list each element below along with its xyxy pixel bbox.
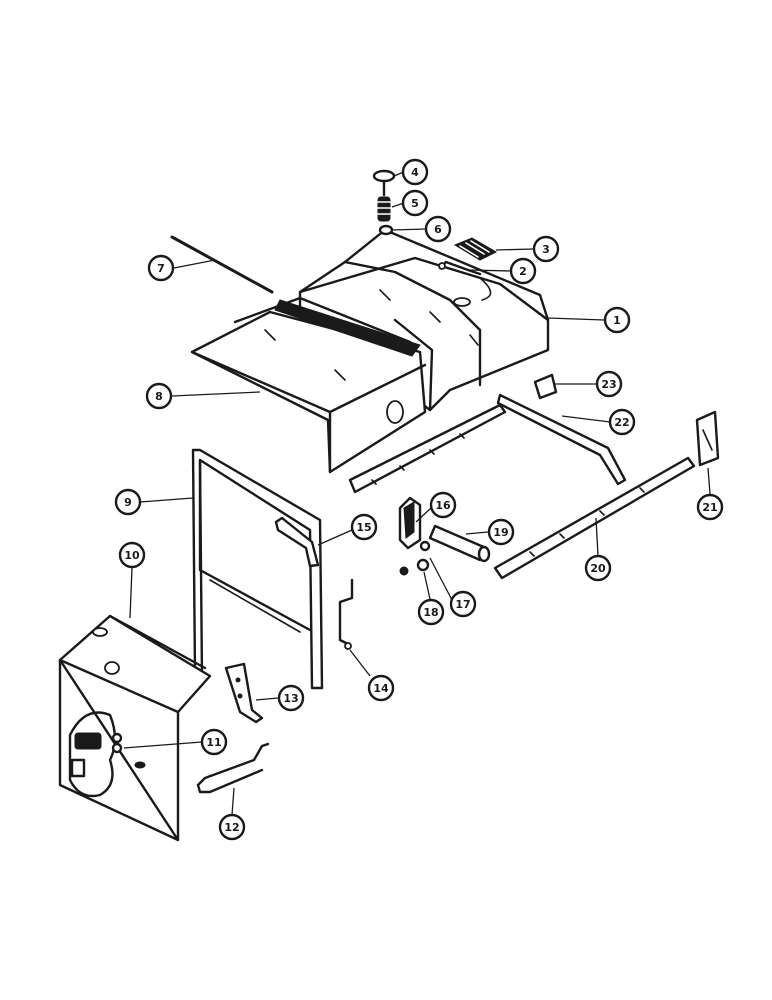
callout-7: 7 [147, 254, 175, 282]
callout-5: 5 [401, 189, 429, 217]
svg-text:16: 16 [435, 499, 451, 512]
callout-3: 3 [532, 235, 560, 263]
leader-lines [123, 171, 711, 816]
callout-8: 8 [145, 382, 173, 410]
callout-20: 20 [584, 554, 612, 582]
svg-text:15: 15 [356, 521, 371, 534]
part-19-pin [428, 524, 491, 563]
svg-text:2: 2 [519, 265, 527, 278]
part-9-grille-frame [191, 448, 324, 690]
svg-text:10: 10 [124, 549, 140, 562]
svg-text:9: 9 [124, 496, 132, 509]
part-6-washer [378, 224, 394, 236]
part-10-side-panel [58, 614, 212, 842]
svg-text:20: 20 [590, 562, 606, 575]
part-15-bracket [274, 516, 320, 568]
part-5-spring [377, 196, 391, 222]
part-17-washer [419, 540, 431, 552]
callout-14: 14 [367, 674, 395, 702]
svg-text:18: 18 [423, 606, 438, 619]
callout-15: 15 [350, 513, 378, 541]
svg-text:21: 21 [702, 501, 717, 514]
part-16-latch-clip [398, 496, 422, 550]
part-21-plate [695, 410, 720, 467]
callout-16: 16 [429, 491, 457, 519]
svg-text:3: 3 [542, 243, 550, 256]
callout-17: 17 [449, 590, 477, 618]
part-13-bracket [224, 662, 264, 724]
callout-12: 12 [218, 813, 246, 841]
part-20-bottom-rail [493, 456, 696, 580]
svg-text:5: 5 [411, 197, 419, 210]
svg-text:13: 13 [283, 692, 298, 705]
part-4-eye-bolt [372, 169, 396, 197]
part-3-pad [453, 237, 498, 261]
svg-text:1: 1 [613, 314, 621, 327]
callout-22: 22 [608, 408, 636, 436]
svg-text:19: 19 [493, 526, 508, 539]
part-8-hood-panel-left [190, 296, 427, 474]
svg-text:4: 4 [411, 166, 419, 179]
callout-9: 9 [114, 488, 142, 516]
svg-text:23: 23 [601, 378, 616, 391]
part-14-hinge-bracket [338, 578, 354, 650]
svg-text:12: 12 [224, 821, 239, 834]
part-7-rod [170, 235, 274, 294]
part-2-latch [438, 260, 482, 276]
callout-13: 13 [277, 684, 305, 712]
part-22-support-rail [348, 393, 627, 494]
callout-21: 21 [696, 493, 724, 521]
svg-text:22: 22 [614, 416, 629, 429]
callout-18: 18 [417, 598, 445, 626]
callout-11: 11 [200, 728, 228, 756]
svg-text:11: 11 [206, 736, 221, 749]
callouts: 1 2 3 4 5 6 7 8 9 10 11 12 13 14 15 16 1… [114, 158, 724, 841]
svg-text:14: 14 [373, 682, 389, 695]
callout-1: 1 [603, 306, 631, 334]
callout-6: 6 [424, 215, 452, 243]
part-12-support-brace [196, 742, 270, 794]
callout-23: 23 [595, 370, 623, 398]
svg-text:7: 7 [157, 262, 165, 275]
part-23-bracket [533, 373, 558, 400]
part-11-grommets [111, 732, 123, 754]
callout-10: 10 [118, 541, 146, 569]
callout-2: 2 [509, 257, 537, 285]
callout-4: 4 [401, 158, 429, 186]
svg-text:17: 17 [455, 598, 470, 611]
callout-19: 19 [487, 518, 515, 546]
part-18-nut [399, 558, 430, 576]
svg-text:8: 8 [155, 390, 163, 403]
svg-text:6: 6 [434, 223, 442, 236]
